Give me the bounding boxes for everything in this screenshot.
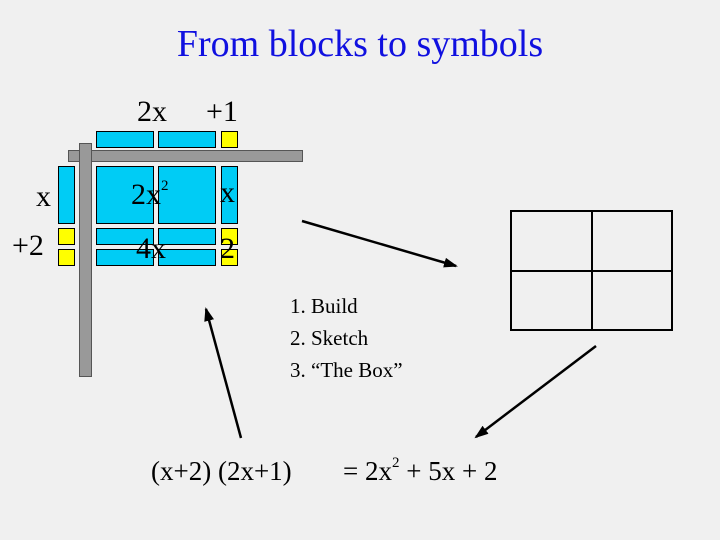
- the-box-grid: [510, 210, 673, 331]
- inner-x-tile-row2-b: [158, 249, 216, 266]
- inner-label-4x: 4x: [136, 232, 166, 265]
- inner-x-tile-right: [221, 166, 238, 224]
- inner-label-x: x: [220, 176, 235, 209]
- top-unit-tile: [221, 131, 238, 148]
- equation-rhs-prefix: = 2x: [343, 456, 392, 486]
- equation-rhs-exponent: 2: [391, 455, 400, 471]
- inner-unit-tile-2: [221, 249, 238, 266]
- frame-horizontal-bar: [68, 150, 303, 162]
- arrow-to-equation: [474, 345, 597, 439]
- steps-list: 1. Build 2. Sketch 3. “The Box”: [290, 290, 403, 386]
- inner-label-2x: 2x: [131, 178, 161, 211]
- step-build: 1. Build: [290, 294, 358, 318]
- step-sketch: 2. Sketch: [290, 326, 369, 350]
- arrow-to-box: [301, 219, 458, 268]
- top-label-2x: 2x: [137, 95, 167, 128]
- equation-lhs: (x+2) (2x+1): [151, 456, 292, 486]
- x-squared-tile-2: [158, 166, 216, 224]
- inner-x-tile-row1-a: [96, 228, 154, 245]
- frame-vertical-bar: [79, 143, 92, 377]
- top-label-plus1: +1: [206, 95, 238, 128]
- step-the-box: 3. “The Box”: [290, 358, 403, 382]
- inner-unit-tile-1: [221, 228, 238, 245]
- side-label-x: x: [36, 180, 51, 213]
- top-x-tile-2: [158, 131, 216, 148]
- inner-label-2x-squared: 2x2: [131, 178, 169, 211]
- inner-label-2: 2: [220, 232, 235, 265]
- inner-x-tile-row1-b: [158, 228, 216, 245]
- side-unit-tile-1: [58, 228, 75, 245]
- equation-rhs-suffix: + 5x + 2: [406, 456, 498, 486]
- side-x-tile: [58, 166, 75, 224]
- slide-title: From blocks to symbols: [176, 23, 544, 65]
- arrow-to-blocks: [204, 307, 243, 439]
- top-x-tile-1: [96, 131, 154, 148]
- side-label-plus2: +2: [12, 229, 44, 262]
- side-unit-tile-2: [58, 249, 75, 266]
- equation-rhs: = 2x2 + 5x + 2: [343, 455, 498, 487]
- inner-x-tile-row2-a: [96, 249, 154, 266]
- x-squared-tile-1: [96, 166, 154, 224]
- inner-label-exponent: 2: [161, 178, 169, 194]
